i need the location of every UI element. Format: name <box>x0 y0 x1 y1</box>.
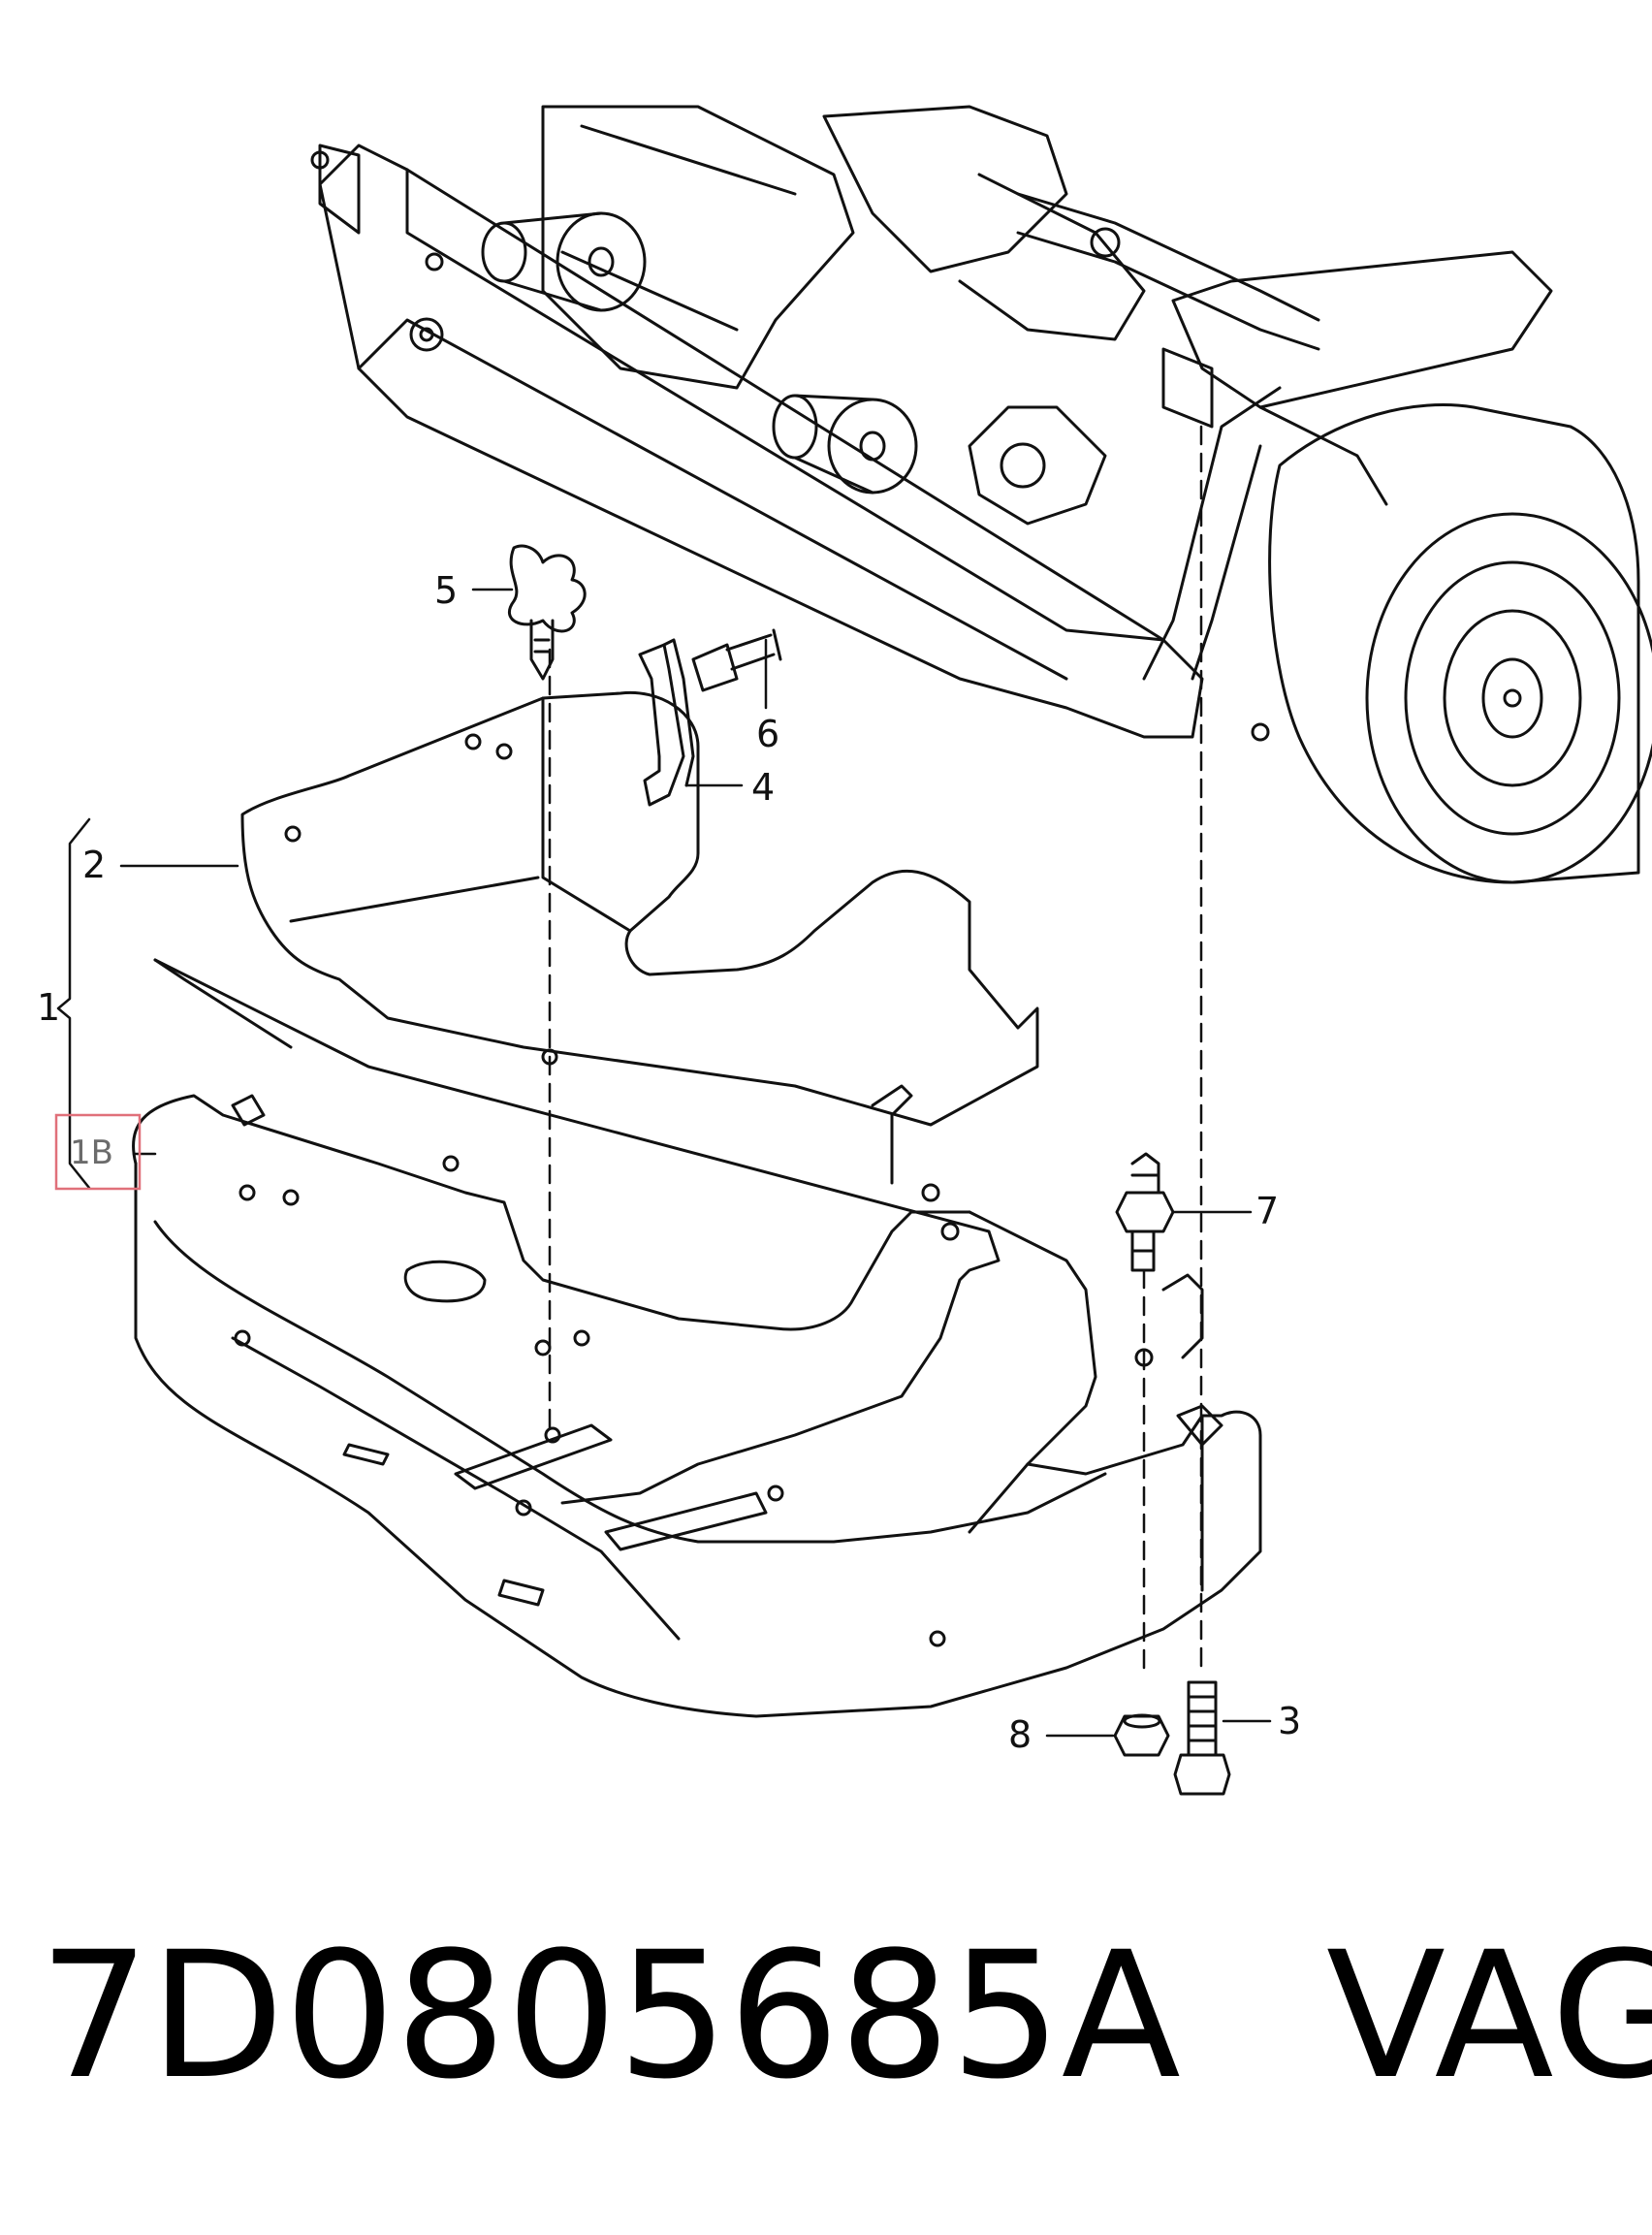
nut-part-8 <box>1113 1713 1170 1757</box>
callout-3: 3 <box>1278 1700 1301 1742</box>
vehicle-subframe <box>310 105 1553 742</box>
brand-name: VAG <box>1325 1915 1652 2118</box>
callout-6: 6 <box>756 713 779 755</box>
callout-7: 7 <box>1255 1190 1279 1232</box>
stud-part-7 <box>1115 1152 1175 1272</box>
lower-shield-part-1b <box>132 958 1262 1718</box>
callout-1b-highlight <box>54 1113 142 1191</box>
callout-labels: 5 6 4 2 1 7 8 3 1B <box>37 569 1301 1756</box>
callout-5: 5 <box>434 569 458 612</box>
leader-lines <box>56 588 1272 1738</box>
upper-shield-part-2 <box>240 690 1039 1241</box>
callout-8: 8 <box>1008 1713 1032 1756</box>
callout-2: 2 <box>82 844 106 886</box>
callout-4: 4 <box>751 766 775 809</box>
assembly-lines <box>548 425 1203 1670</box>
bracket-part-4 <box>638 638 695 807</box>
clip-part-5 <box>507 544 587 681</box>
callout-1b: 1B <box>70 1133 113 1172</box>
part-number: 7D0805685A <box>39 1915 1181 2118</box>
wheel <box>1268 403 1652 884</box>
bolt-part-6 <box>691 628 782 692</box>
callout-1: 1 <box>37 986 60 1029</box>
bolt-part-3 <box>1173 1680 1231 1796</box>
